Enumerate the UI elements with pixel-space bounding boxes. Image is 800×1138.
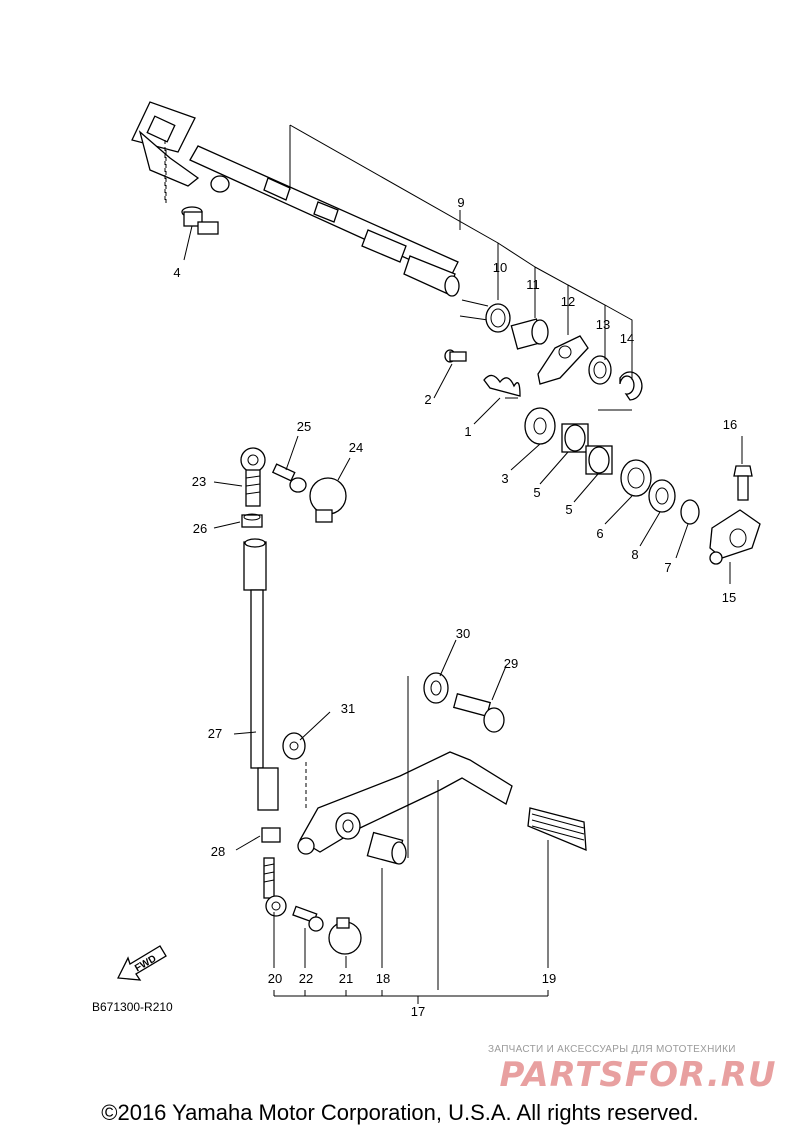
callout-7: 7 — [664, 560, 671, 575]
circlip-7 — [680, 499, 700, 525]
torsion-spring-10 — [459, 299, 511, 333]
rod-end-20 — [263, 857, 287, 917]
shift-shaft — [131, 101, 460, 297]
nut-28 — [261, 827, 281, 843]
nut-26 — [241, 513, 263, 528]
bolt-4 — [165, 150, 219, 235]
leader-lines — [183, 210, 743, 1004]
callout-labels: 9 4 10 11 12 13 14 2 1 3 5 5 6 8 7 16 15… — [173, 195, 737, 1019]
cover-21 — [328, 917, 362, 955]
lever-12 — [537, 335, 589, 385]
cover-24 — [309, 477, 347, 523]
washer-13 — [588, 355, 612, 385]
washer-3 — [524, 407, 556, 445]
callout-25: 25 — [297, 419, 311, 434]
callout-13: 13 — [596, 317, 610, 332]
callout-27: 27 — [208, 726, 222, 741]
callout-3: 3 — [501, 471, 508, 486]
rod-end-23 — [240, 447, 266, 507]
bolt-25 — [271, 463, 307, 493]
callout-2: 2 — [424, 392, 431, 407]
callout-26: 26 — [193, 521, 207, 536]
oil-seal-6 — [620, 459, 652, 497]
collar-11 — [510, 318, 549, 350]
callout-31: 31 — [341, 701, 355, 716]
shift-rod-27 — [243, 538, 279, 811]
shift-arm-15 — [709, 509, 761, 565]
callout-30: 30 — [456, 626, 470, 641]
callout-19: 19 — [542, 971, 556, 986]
callout-9: 9 — [457, 195, 464, 210]
callout-1: 1 — [464, 424, 471, 439]
bearing-5b — [585, 445, 613, 475]
callout-6: 6 — [596, 526, 603, 541]
callout-15: 15 — [722, 590, 736, 605]
fwd-arrow-icon: FWD — [116, 945, 167, 981]
callout-17: 17 — [411, 1004, 425, 1019]
callout-12: 12 — [561, 294, 575, 309]
bolt-22 — [292, 905, 324, 932]
washer-30 — [423, 672, 449, 704]
callout-16: 16 — [723, 417, 737, 432]
shift-pedal-17 — [297, 751, 513, 855]
bearing-5a — [561, 423, 589, 453]
callout-5a: 5 — [533, 485, 540, 500]
spring-1 — [483, 374, 521, 397]
callout-8: 8 — [631, 547, 638, 562]
pedal-rubber-19 — [527, 807, 587, 852]
callout-18: 18 — [376, 971, 390, 986]
bolt-29 — [452, 693, 505, 733]
callout-5b: 5 — [565, 502, 572, 517]
reference-code: B671300-R210 — [92, 1000, 173, 1014]
washer-8 — [648, 479, 676, 513]
circlip-14 — [619, 371, 643, 401]
callout-20: 20 — [268, 971, 282, 986]
watermark-brand: PARTSFOR.RU — [499, 1055, 776, 1095]
watermark-tagline: ЗАПЧАСТИ И АКСЕССУАРЫ ДЛЯ МОТОТЕХНИКИ — [488, 1044, 736, 1055]
bracket-9 — [289, 124, 633, 411]
callout-14: 14 — [620, 331, 634, 346]
callout-24: 24 — [349, 440, 363, 455]
copyright-notice: ©2016 Yamaha Motor Corporation, U.S.A. A… — [101, 1100, 699, 1125]
bolt-16 — [733, 465, 753, 501]
callout-22: 22 — [299, 971, 313, 986]
callout-28: 28 — [211, 844, 225, 859]
callout-21: 21 — [339, 971, 353, 986]
fwd-label: FWD — [133, 953, 158, 974]
callout-10: 10 — [493, 260, 507, 275]
callout-11: 11 — [526, 277, 540, 292]
washer-31 — [282, 732, 306, 760]
callout-29: 29 — [504, 656, 518, 671]
callout-4: 4 — [173, 265, 180, 280]
callout-23: 23 — [192, 474, 206, 489]
collar-18 — [366, 831, 407, 865]
bolt-2 — [444, 349, 467, 363]
